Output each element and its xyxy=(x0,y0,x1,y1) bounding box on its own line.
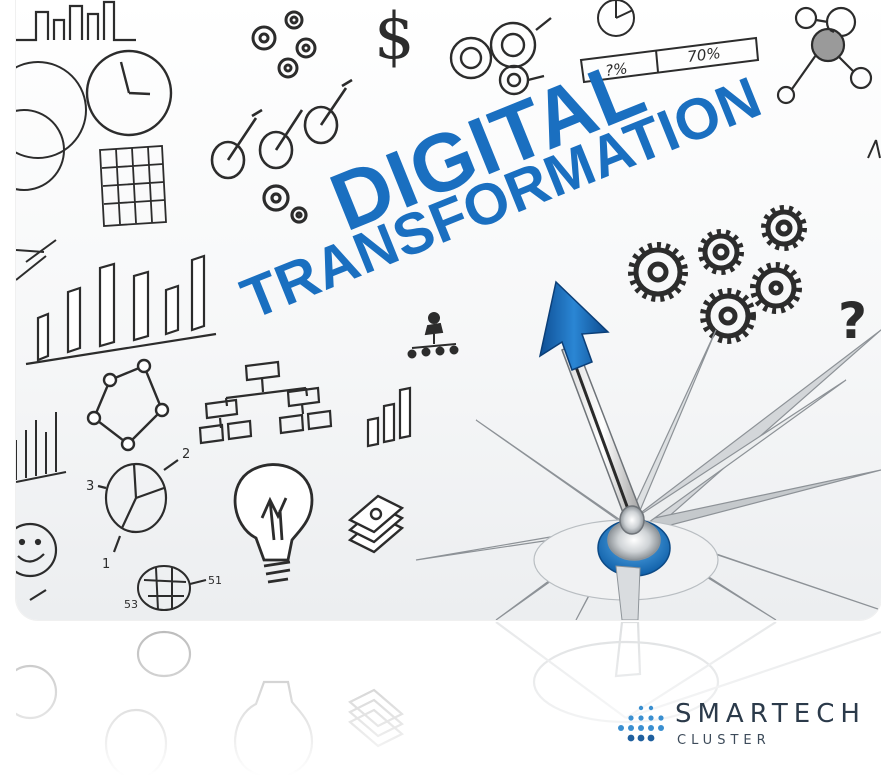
money-stack-icon xyxy=(347,494,405,554)
pie-label-1: 1 xyxy=(102,557,110,572)
doodle-illustration: $ ?% 70% xyxy=(16,0,881,620)
people-hierarchy-icon xyxy=(407,312,459,359)
compass-needle xyxy=(561,343,645,527)
percent-label-1: ?% xyxy=(604,59,628,80)
question-mark-icon: ? xyxy=(838,292,867,350)
pie-label-2: 2 xyxy=(182,447,190,462)
network-nodes-icon xyxy=(776,6,873,105)
compass-hub xyxy=(597,505,671,620)
bar-chart-left-icon xyxy=(16,412,67,483)
dollar-icon: $ xyxy=(374,0,415,74)
trend-lines-icon xyxy=(16,239,57,281)
digital-transformation-photo: $ ?% 70% xyxy=(16,0,881,620)
logo-subtitle: CLUSTER xyxy=(677,733,771,748)
clock-icon xyxy=(85,49,173,137)
ring-charts-icon xyxy=(449,17,552,96)
logo-name: SMARTECH xyxy=(675,699,866,729)
smiley-icon xyxy=(16,522,58,601)
bar-chart-3d-icon xyxy=(25,254,217,366)
polygon-network-icon xyxy=(86,358,170,452)
smartech-cluster-logo: SMARTECH CLUSTER xyxy=(611,699,881,756)
gear-teeth xyxy=(628,205,807,344)
bar-chart-small-icon xyxy=(366,386,412,448)
pie-label-3: 3 xyxy=(86,479,94,494)
calendar-grid-icon xyxy=(99,145,167,227)
compass-rose xyxy=(415,329,881,620)
gears-right-icon xyxy=(633,209,803,339)
org-chart-icon xyxy=(198,360,333,445)
gears-top-icon xyxy=(251,10,317,79)
venn-circles-icon xyxy=(16,61,87,191)
percent-table-icon xyxy=(579,0,760,84)
pie-chart-icon xyxy=(97,459,179,553)
arrow-right-edge-icon xyxy=(867,139,881,159)
logo-dots-icon xyxy=(618,705,664,742)
target-darts-icon xyxy=(210,78,353,180)
light-bulb-icon xyxy=(233,463,314,584)
pie-label-53: 53 xyxy=(124,598,138,611)
pie-chart-lower-icon xyxy=(137,565,207,611)
pie-label-51: 51 xyxy=(208,574,222,587)
compass-arrow-head xyxy=(538,280,610,371)
sketch-bars-top-icon xyxy=(16,0,136,42)
photo-reflection xyxy=(16,622,881,776)
gears-middle-icon xyxy=(262,184,308,224)
reflection-illustration xyxy=(16,622,881,776)
percent-label-2: 70% xyxy=(686,44,721,66)
